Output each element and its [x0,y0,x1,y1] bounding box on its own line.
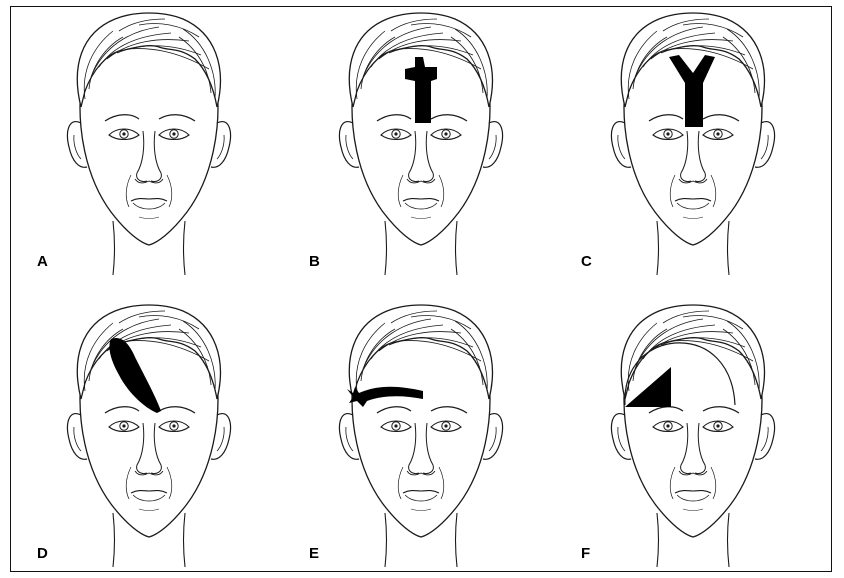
panel-b: B [291,7,551,277]
panel-c: C [563,7,823,277]
figure-frame: A B C D E [10,6,832,572]
face-drawing-d [19,299,279,569]
flap-shape-d [109,338,161,413]
panel-a: A [19,7,279,277]
panel-f: F [563,299,823,569]
panel-label-f: F [581,545,590,562]
panel-label-c: C [581,253,592,270]
face-drawing-a [19,7,279,277]
flap-shape-b [405,57,437,123]
face-drawing-b [291,7,551,277]
panel-label-b: B [309,253,320,270]
face-drawing-f [563,299,823,569]
panel-label-e: E [309,545,319,562]
flap-shape-e [347,387,423,407]
panel-label-d: D [37,545,48,562]
face-drawing-c [563,7,823,277]
panel-label-a: A [37,253,48,270]
face-drawing-e [291,299,551,569]
panel-d: D [19,299,279,569]
panel-e: E [291,299,551,569]
